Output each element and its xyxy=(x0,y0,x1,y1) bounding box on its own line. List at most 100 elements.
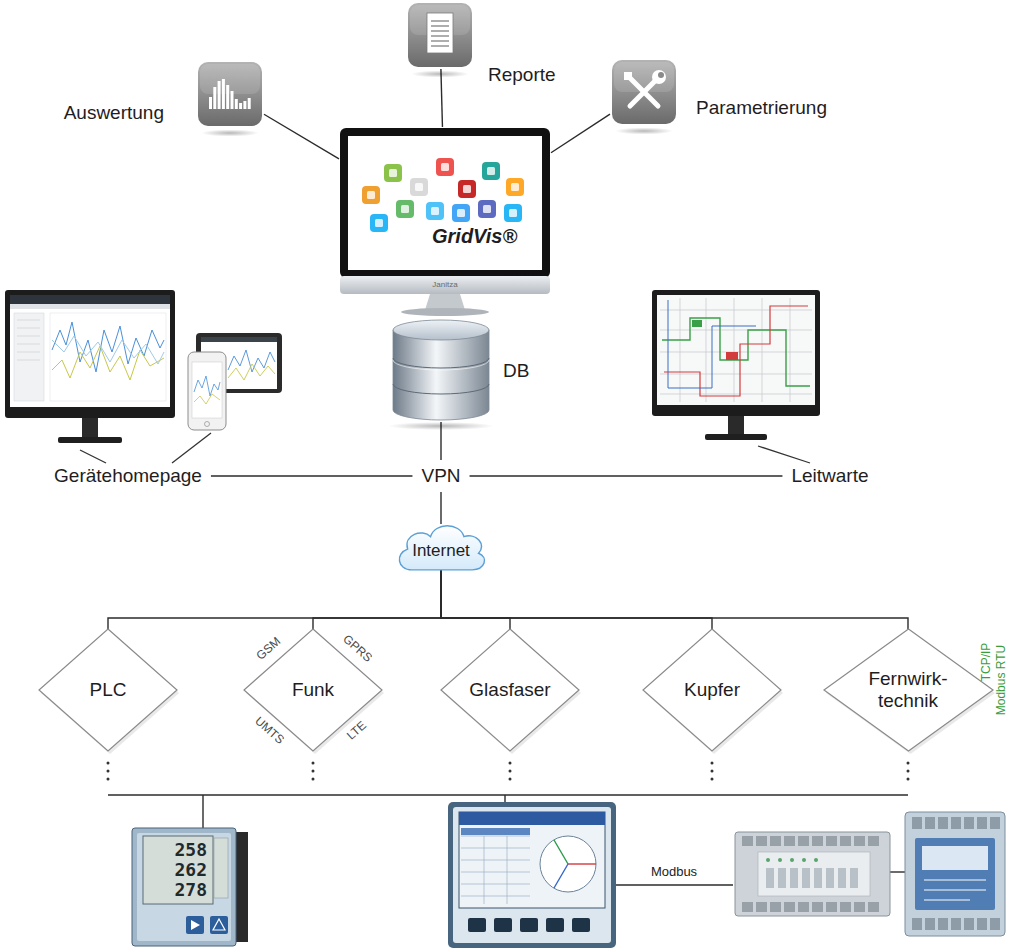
link-label: Kupfer xyxy=(684,679,740,701)
leader-lines xyxy=(80,450,106,463)
homepage-monitor xyxy=(10,295,170,407)
function-icon-outline xyxy=(201,130,259,137)
function-icon-outline xyxy=(431,20,449,22)
function-icon-outline xyxy=(612,60,676,124)
control-room-monitor xyxy=(706,298,707,402)
smartphone xyxy=(192,362,222,418)
link-diamond-outline xyxy=(441,629,579,751)
power-analyser xyxy=(448,802,616,948)
function-icon-outline xyxy=(408,3,472,67)
io-module xyxy=(868,902,879,912)
text-holder: GridVis® xyxy=(432,225,517,248)
link-label: Glasfaser xyxy=(469,679,550,701)
function-icon-outline xyxy=(243,101,246,109)
dotted-links xyxy=(907,763,910,787)
text-holder: 258262278 xyxy=(147,840,207,900)
interface-module xyxy=(951,918,961,930)
interface-module xyxy=(924,880,986,900)
dotted-links xyxy=(312,763,315,787)
homepage-monitor xyxy=(52,322,164,372)
power-analyser xyxy=(453,807,611,943)
io-module xyxy=(868,836,879,846)
io-module xyxy=(770,836,781,846)
meter-device-outline xyxy=(186,916,204,934)
protocol-note: Modbus RTU xyxy=(995,645,1009,715)
network-link xyxy=(470,475,783,476)
leader-lines xyxy=(80,433,810,463)
io-module xyxy=(826,902,837,912)
meter-device-outline xyxy=(132,828,236,946)
field-bus xyxy=(108,794,908,795)
network-link xyxy=(313,570,441,629)
interface-module xyxy=(951,817,961,829)
power-analyser xyxy=(461,872,530,873)
function-icon-outline xyxy=(652,70,666,84)
software-monitor-outline xyxy=(483,205,491,213)
database-label: DB xyxy=(503,360,529,382)
function-icon-outline xyxy=(213,87,216,109)
smartphone xyxy=(205,422,210,427)
software-monitor-outline xyxy=(504,204,522,222)
internet-cloud: Internet xyxy=(393,518,489,574)
software-monitor-outline xyxy=(457,209,465,217)
text-holder: DB xyxy=(503,360,529,382)
control-room-monitor xyxy=(664,306,808,396)
io-module xyxy=(766,868,774,888)
meter-reading: 258 xyxy=(147,840,207,860)
interface-module xyxy=(938,918,948,930)
control-room-monitor xyxy=(660,394,812,395)
control-room-monitor xyxy=(705,434,767,440)
meter-device-outline xyxy=(137,833,231,941)
control-room-monitor xyxy=(657,295,815,405)
smartphone xyxy=(188,352,226,430)
software-monitor-outline xyxy=(511,183,519,191)
function-icon-outline xyxy=(630,78,658,106)
control-room-monitor xyxy=(734,298,735,402)
function-label: Reporte xyxy=(488,64,556,86)
control-room-monitor xyxy=(762,298,763,402)
homepage-monitor xyxy=(17,344,40,345)
homepage-monitor xyxy=(17,336,40,337)
function-icon-outline xyxy=(218,81,221,109)
meter-reading: 262 xyxy=(147,860,207,880)
meter-device-outline xyxy=(210,916,228,934)
smartphone xyxy=(188,352,226,430)
smartphone xyxy=(194,394,220,404)
control-room-monitor xyxy=(680,298,681,402)
io-module xyxy=(756,836,767,846)
function-icon-outline xyxy=(614,62,674,92)
database-cylinder-outline xyxy=(393,330,489,420)
io-module xyxy=(784,902,795,912)
function-icon-outline xyxy=(226,85,229,109)
control-room-monitor xyxy=(652,290,820,440)
radio-standard: UMTS xyxy=(252,715,287,748)
software-monitor-outline xyxy=(415,183,423,191)
io-module xyxy=(854,902,865,912)
database-cylinder-outline xyxy=(393,320,489,340)
function-icon-outline xyxy=(658,72,664,78)
function-icon-outline xyxy=(248,98,251,109)
power-analyser xyxy=(468,918,486,932)
interface-module xyxy=(924,890,986,891)
network-link xyxy=(441,69,443,127)
io-module xyxy=(814,868,822,888)
network-link xyxy=(264,114,339,159)
function-icon-outline xyxy=(231,91,234,109)
control-room-monitor xyxy=(726,352,738,360)
homepage-monitor xyxy=(82,418,98,438)
io-module xyxy=(790,858,794,862)
homepage-monitor xyxy=(50,313,166,401)
interface-module xyxy=(924,900,970,901)
software-monitor-outline xyxy=(375,219,383,227)
power-analyser xyxy=(461,896,530,897)
homepage-monitor xyxy=(10,295,170,304)
io-module xyxy=(840,836,851,846)
io-module xyxy=(798,902,809,912)
function-icon-outline xyxy=(431,45,449,47)
software-monitor-outline xyxy=(401,205,409,213)
dotted-links xyxy=(107,763,110,787)
function-label: Auswertung xyxy=(64,102,164,124)
meter-device: 258262278 xyxy=(132,828,248,946)
power-analyser xyxy=(461,836,530,837)
